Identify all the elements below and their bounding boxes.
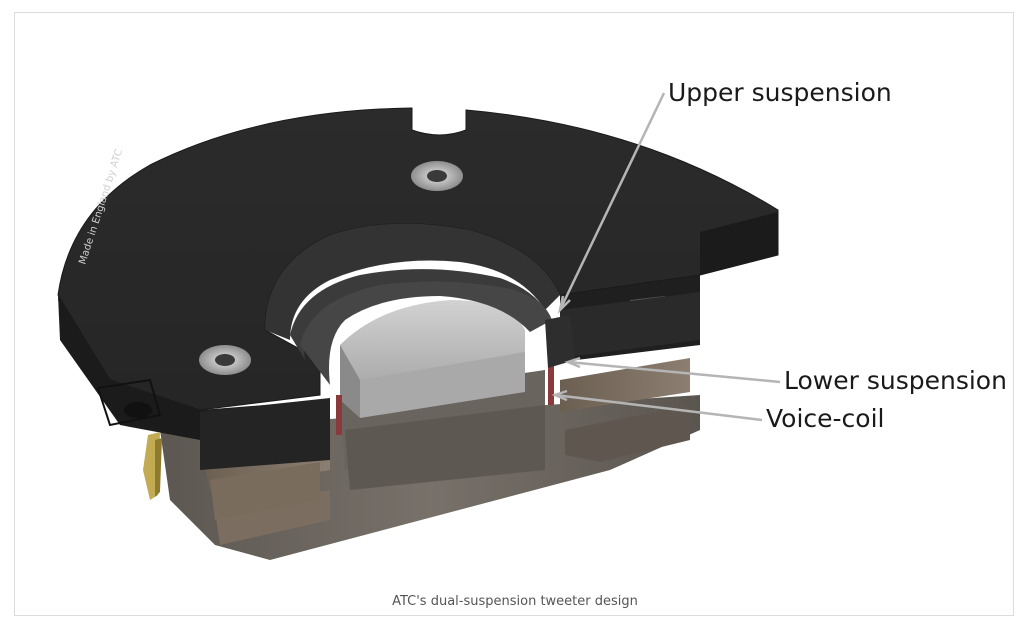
screw-left <box>199 345 251 375</box>
faceplate <box>57 107 779 440</box>
faceplate-side <box>58 272 700 470</box>
terminal-tab <box>143 432 162 500</box>
lower-suspension-label: Lower suspension <box>784 366 1007 395</box>
upper-suspension-label: Upper suspension <box>668 78 892 107</box>
figure-caption: ATC's dual-suspension tweeter design <box>392 594 638 609</box>
mount-hole <box>96 378 162 427</box>
voice-coil-detail <box>336 315 575 435</box>
pole-piece <box>340 300 525 418</box>
dome <box>300 281 552 385</box>
screw-top <box>411 161 463 191</box>
leader-lines <box>551 92 781 422</box>
voice-coil-label: Voice-coil <box>766 404 885 433</box>
